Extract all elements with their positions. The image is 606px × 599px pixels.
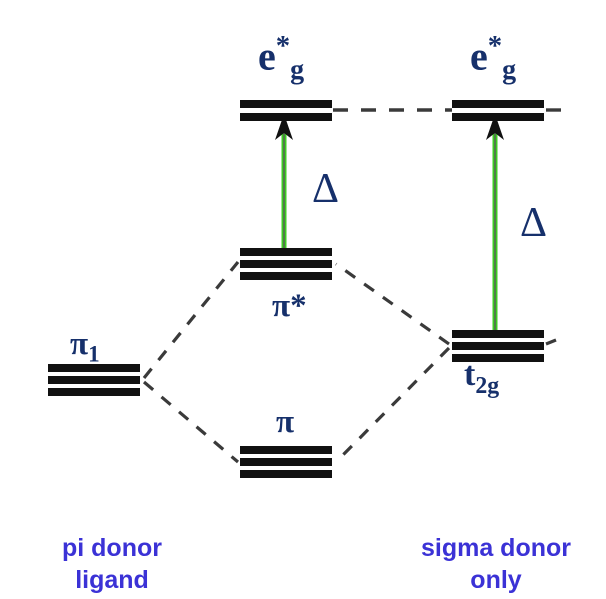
caption-left: pi donor ligand [12, 500, 212, 596]
caption-right-text: sigma donor only [420, 534, 571, 594]
eg-star-right-base: e [470, 33, 488, 79]
delta-left-text: Δ [312, 166, 340, 212]
level-lines-eg-star-right [452, 100, 544, 121]
arrowhead-right [486, 114, 504, 140]
level-label-eg-star-right: e*g [470, 32, 516, 84]
transition-arrow-left [275, 114, 293, 252]
level-lines-pi-1 [48, 364, 140, 396]
eg-star-left-base: e [258, 33, 276, 79]
level-lines-eg-star-left [240, 100, 332, 121]
t2g-subscript: 2g [475, 372, 500, 399]
level-label-eg-star-left: e*g [258, 32, 304, 84]
delta-label-left: Δ [312, 168, 339, 210]
caption-left-text: pi donor ligand [62, 534, 162, 594]
transition-arrow-right [486, 114, 504, 334]
level-lines-pi-star [240, 248, 332, 280]
level-lines-t2g [452, 330, 544, 362]
level-lines-pi-bonding [240, 446, 332, 478]
eg-star-right-subscript: g [502, 54, 517, 86]
delta-label-right: Δ [520, 202, 547, 244]
level-label-pi-bonding: π [276, 406, 294, 439]
pi-1-subscript: 1 [88, 340, 100, 367]
level-label-t2g: t2g [464, 358, 499, 399]
level-label-pi-1: π1 [70, 328, 100, 366]
pi-star-text: π* [272, 288, 307, 324]
t2g-base: t [464, 356, 476, 393]
pi-1-base: π [70, 326, 89, 362]
eg-star-left-superscript: * [275, 30, 291, 62]
caption-right: sigma donor only [396, 500, 596, 596]
delta-right-text: Δ [520, 200, 548, 246]
arrowhead-left [275, 114, 293, 140]
dashed-mixing-lines [142, 260, 557, 464]
pi-bonding-text: π [276, 404, 295, 440]
level-label-pi-star: π* [272, 290, 307, 323]
eg-star-left-subscript: g [290, 54, 305, 86]
eg-star-right-superscript: * [487, 30, 503, 62]
